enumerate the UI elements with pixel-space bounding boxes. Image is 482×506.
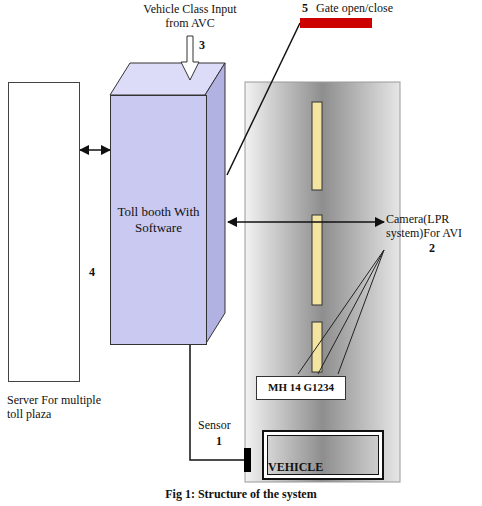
callout-number: 2 (386, 241, 478, 255)
camera-node: Camera(LPR system)For AVI2 (386, 212, 478, 255)
server-cabinet: 4Server For multiple toll plaza (8, 82, 80, 382)
number-plate: MH 14 G1234 (256, 376, 346, 400)
callout-number: 3 (199, 38, 205, 52)
toll-booth: Toll booth With Software (110, 95, 207, 345)
sensor-label: Sensor (198, 418, 231, 432)
road (245, 82, 400, 482)
gate-bar: 5Gate open/close (300, 18, 372, 28)
camera-label: Camera(LPR system)For AVI (386, 212, 478, 241)
callout-number: 1 (216, 434, 222, 448)
vehicle: VEHICLE (262, 430, 384, 480)
input-arrow (181, 36, 199, 80)
callout-number: 5 (302, 1, 308, 15)
lane-marking (312, 102, 322, 190)
booth-label: Toll booth With Software (117, 204, 200, 235)
connector (80, 149, 110, 151)
lane-marking (312, 215, 322, 305)
connector (228, 221, 384, 223)
connector (190, 345, 244, 460)
leader-line (298, 250, 384, 374)
leader-line (318, 250, 384, 374)
gate-label: Gate open/close (316, 1, 393, 15)
connector (227, 23, 300, 175)
sensor: Sensor1 (244, 448, 251, 472)
server-label: Server For multiple toll plaza (7, 393, 119, 422)
plate-text: MH 14 G1234 (268, 381, 334, 394)
leader-line (338, 250, 384, 374)
booth-side-face (205, 63, 225, 345)
input-label: Vehicle Class Input from AVC (135, 2, 245, 31)
figure-caption: Fig 1: Structure of the system (0, 487, 482, 501)
vehicle-label: VEHICLE (268, 460, 323, 474)
callout-number: 4 (89, 265, 95, 279)
